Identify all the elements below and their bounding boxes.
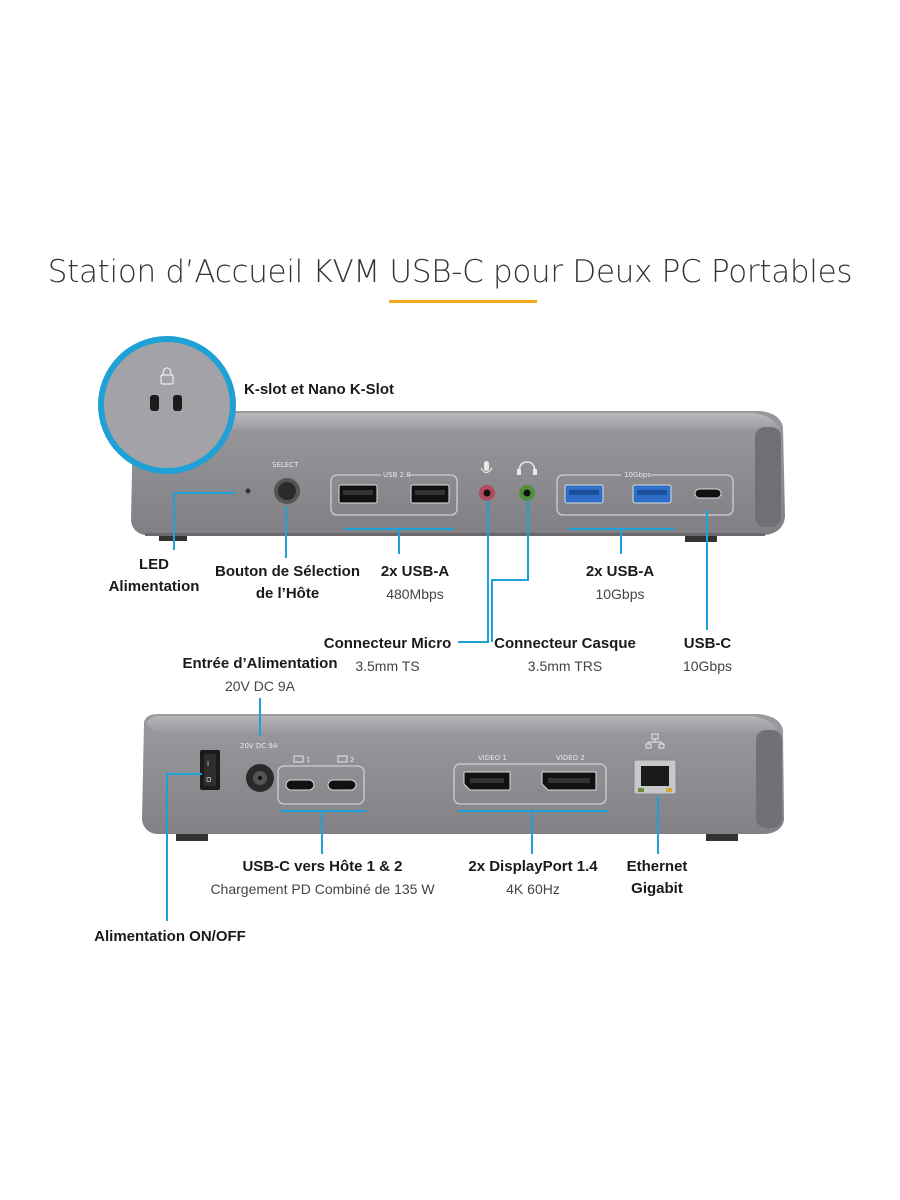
kslot-right	[173, 395, 182, 411]
video2-marking: VIDEO 2	[556, 754, 585, 762]
dc-marking: 20V DC 9A	[240, 742, 278, 750]
svg-text:O: O	[206, 776, 212, 784]
kslot-zoom	[98, 336, 236, 474]
video1-marking: VIDEO 1	[478, 754, 507, 762]
callout-displayport	[458, 810, 608, 812]
callout-power-input	[259, 698, 261, 736]
headphones-icon	[517, 461, 537, 475]
page-title: Station d’Accueil KVM USB-C pour Deux PC…	[47, 254, 853, 290]
callout-usbc	[706, 510, 708, 630]
network-icon	[645, 733, 665, 749]
lock-icon	[160, 367, 174, 385]
laptop-icon-2	[337, 755, 348, 763]
mic-icon	[480, 461, 493, 474]
dock-back-view: I O 20V DC 9A 1 2 VIDEO 1 VIDEO 2	[142, 714, 784, 841]
callout-led	[173, 492, 175, 550]
host1-marking: 1	[306, 756, 310, 764]
laptop-icon-1	[293, 755, 304, 763]
callout-select	[285, 506, 287, 558]
usb-c-host-1	[285, 779, 315, 791]
usb-c-port-front	[694, 488, 722, 499]
usb-c-host-2	[327, 779, 357, 791]
usb2-marking: USB 2.0	[383, 471, 411, 479]
callout-usbc-hosts	[280, 810, 366, 812]
callout-mic	[487, 500, 489, 642]
title-underline	[389, 300, 537, 303]
select-marking: SELECT	[272, 461, 299, 469]
svg-text:I: I	[207, 760, 209, 768]
host2-marking: 2	[350, 756, 354, 764]
tengbps-marking: 10Gbps	[624, 471, 651, 479]
callout-power-switch	[166, 773, 168, 921]
kslot-label: K-slot et Nano K-Slot	[244, 381, 394, 398]
power-switch-label: Alimentation ON/OFF	[94, 928, 246, 945]
kslot-left	[150, 395, 159, 411]
callout-headset	[527, 500, 529, 580]
callout-ethernet	[657, 796, 659, 854]
power-led	[245, 488, 251, 494]
